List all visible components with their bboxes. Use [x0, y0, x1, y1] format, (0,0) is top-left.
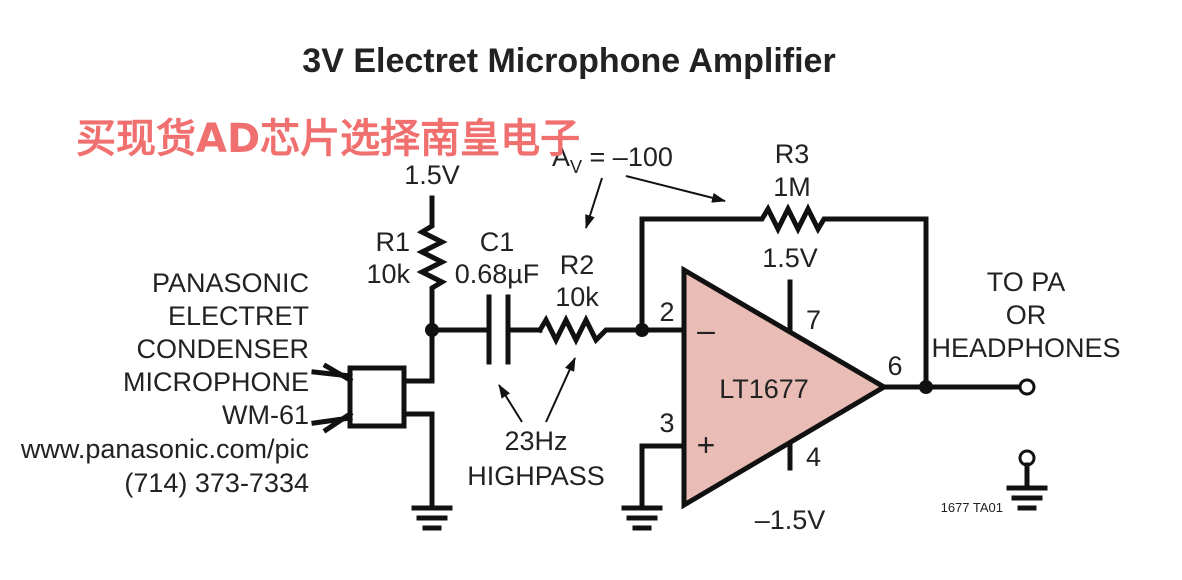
highpass-line-1: 23Hz	[504, 426, 567, 456]
r1-value: 10k	[366, 259, 410, 289]
mic-line-2: ELECTRET	[168, 301, 309, 331]
opamp-plus-sign: +	[697, 427, 716, 463]
r2-value: 10k	[555, 282, 599, 312]
mic-phone: (714) 373-7334	[124, 468, 309, 498]
gain-prefix: A	[552, 142, 570, 172]
r3-value: 1M	[773, 172, 811, 202]
microphone-symbol	[311, 362, 407, 434]
mic-line-5: WM-61	[222, 400, 309, 430]
r1-name: R1	[375, 227, 410, 257]
r3-name: R3	[775, 139, 810, 169]
watermark-text: 买现货AD芯片选择南皇电子	[76, 116, 580, 162]
c1-value: 0.68µF	[455, 259, 540, 289]
gain-value: = –100	[582, 142, 673, 172]
wire-mic-source	[401, 411, 435, 511]
capacitor-c1	[429, 294, 543, 365]
opamp-lt1677	[639, 265, 889, 511]
mic-line-1: PANASONIC	[152, 268, 309, 298]
resistor-r2	[536, 314, 645, 346]
gain-label: AV = –100	[552, 142, 673, 177]
opamp-minus-sign: –	[697, 312, 715, 348]
pin-noninverting-label: 3	[659, 408, 674, 438]
figure-code: 1677 TA01	[941, 500, 1003, 515]
output-line-2: OR	[1006, 300, 1047, 330]
opamp-name: LT1677	[719, 374, 809, 404]
vpos-supply-label: 1.5V	[762, 243, 818, 273]
gain-subscript: V	[570, 157, 582, 177]
output-line-1: TO PA	[987, 267, 1066, 297]
vneg-supply-label: –1.5V	[755, 505, 826, 535]
pin-output-label: 6	[887, 351, 902, 381]
diagram-title: 3V Electret Microphone Amplifier	[302, 42, 835, 80]
output-terminal	[1018, 378, 1036, 396]
mic-url: www.panasonic.com/pic	[20, 434, 309, 464]
mic-line-4: MICROPHONE	[123, 367, 309, 397]
pin-inverting-label: 2	[659, 297, 674, 327]
pin-vneg-label: 4	[806, 442, 821, 472]
highpass-arrow-to-r2	[545, 357, 576, 423]
junction-node-output	[919, 380, 933, 394]
output-line-3: HEADPHONES	[931, 333, 1120, 363]
highpass-line-2: HIGHPASS	[467, 461, 605, 491]
resistor-r3	[639, 203, 929, 390]
ground-icon	[411, 505, 453, 531]
gain-arrow-to-r3	[625, 175, 726, 203]
r2-name: R2	[560, 250, 595, 280]
ground-icon	[621, 505, 663, 531]
mic-line-3: CONDENSER	[136, 334, 309, 364]
c1-name: C1	[480, 227, 515, 257]
highpass-arrow-to-c1	[498, 384, 523, 423]
gain-arrow-to-r2	[585, 177, 603, 229]
output-ground-icon	[1006, 449, 1048, 511]
supply-voltage-label: 1.5V	[404, 160, 460, 190]
resistor-r1	[416, 195, 448, 333]
pin-vpos-label: 7	[806, 305, 821, 335]
wire-mic-drain	[401, 327, 435, 384]
